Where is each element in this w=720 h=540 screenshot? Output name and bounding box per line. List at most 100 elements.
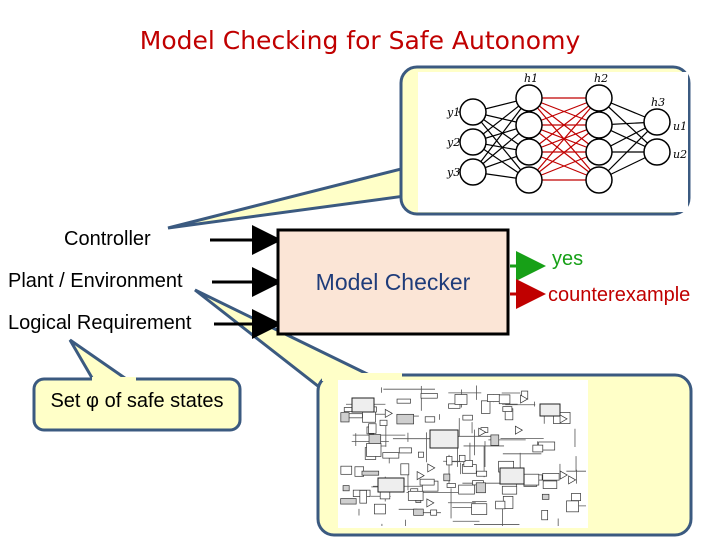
sim-block [366, 443, 382, 457]
nn-neuron [585, 138, 613, 166]
nn-neuron [515, 111, 543, 139]
sim-block [340, 465, 353, 475]
sim-block [459, 454, 466, 462]
safe-states-callout [32, 338, 242, 432]
sim-block [379, 419, 388, 426]
sim-block [368, 434, 382, 445]
sim-gain-block [520, 394, 529, 404]
nn-label-h2: h2 [594, 72, 608, 85]
nn-neuron [459, 158, 487, 186]
sim-subsystem-block [351, 397, 375, 413]
sim-block [382, 452, 400, 459]
sim-block [566, 500, 579, 513]
sim-block [571, 493, 581, 501]
sim-block [495, 500, 506, 510]
sim-block [424, 416, 436, 423]
sim-block [340, 498, 357, 505]
sim-subsystem-block [499, 467, 525, 485]
sim-block [523, 473, 540, 486]
nn-neuron [643, 108, 671, 136]
sim-gain-block [568, 475, 577, 485]
sim-subsystem-block [429, 429, 459, 449]
nn-neuron [515, 138, 543, 166]
sim-block [340, 412, 350, 423]
model-checker-box [276, 228, 510, 336]
nn-neuron [643, 138, 671, 166]
simulink-block-diagram [338, 380, 588, 528]
safe-states-callout-box [32, 377, 242, 432]
nn-neuron [459, 98, 487, 126]
sim-block [462, 414, 473, 421]
sim-block [398, 447, 412, 454]
sim-block [501, 485, 518, 495]
sim-block [368, 423, 377, 434]
sim-gain-block [384, 408, 393, 418]
sim-block [532, 444, 544, 453]
sim-block [463, 460, 473, 468]
sim-subsystem-block [377, 477, 405, 493]
logical-requirement-label: Logical Requirement [8, 312, 192, 334]
sim-gain-block [427, 463, 436, 473]
sim-gain-block [559, 470, 568, 480]
nn-label-input: y3 [446, 166, 460, 179]
sim-block [443, 473, 451, 482]
sim-gain-block [515, 425, 524, 435]
nn-label-output: u1 [673, 120, 687, 133]
sim-block [454, 394, 468, 405]
sim-block [448, 403, 461, 409]
sim-block [420, 393, 438, 399]
sim-block [502, 406, 513, 412]
nn-connection [472, 111, 530, 181]
model-checker-label: Model Checker [315, 268, 471, 295]
sim-block [419, 478, 435, 486]
callout-seam-cover [92, 377, 136, 383]
nn-neuron [585, 111, 613, 139]
safe-states-text: Set φ of safe states [34, 390, 240, 413]
sim-gain-block [416, 470, 425, 481]
safe-states-suffix: of safe states [104, 390, 224, 412]
safe-states-callout-pointer [68, 338, 137, 385]
sim-block [481, 400, 491, 414]
sim-gain-block [426, 498, 435, 508]
sim-block [475, 482, 486, 494]
phi-symbol: φ [86, 390, 100, 412]
plant-environment-label: Plant / Environment [8, 270, 183, 292]
sim-subsystem-block [539, 403, 561, 417]
nn-neuron [515, 166, 543, 194]
sim-block [413, 508, 424, 516]
sim-block [542, 473, 560, 481]
nn-neuron [585, 84, 613, 112]
sim-block [396, 398, 411, 404]
yes-label: yes [552, 248, 584, 270]
sim-block [487, 394, 500, 402]
sim-block [396, 413, 414, 425]
sim-block [374, 503, 386, 515]
sim-block [476, 470, 488, 477]
nn-neuron [515, 84, 543, 112]
sim-block [542, 480, 558, 489]
page-title: Model Checking for Safe Autonomy [139, 26, 581, 55]
callout-seam-cover [322, 373, 402, 381]
sim-block [359, 490, 367, 504]
safe-states-prefix: Set [50, 390, 81, 412]
sim-block [430, 509, 438, 516]
callout-seam-cover [405, 167, 413, 197]
sim-block [342, 485, 350, 492]
nn-connection [528, 97, 600, 181]
sim-block [446, 456, 453, 466]
sim-block [541, 493, 550, 500]
sim-block [498, 394, 511, 405]
sim-block [471, 503, 488, 515]
nn-label-output: u2 [673, 148, 687, 161]
nn-neuron [585, 166, 613, 194]
nn-neuron [459, 128, 487, 156]
sim-block [400, 463, 410, 476]
nn-label-input: y2 [446, 136, 460, 149]
sim-block [541, 510, 549, 521]
nn-label-h1: h1 [524, 72, 538, 85]
sim-block [418, 451, 424, 458]
sim-gain-block [478, 427, 487, 437]
sim-gain-block [559, 414, 568, 424]
nn-connection [528, 97, 600, 153]
